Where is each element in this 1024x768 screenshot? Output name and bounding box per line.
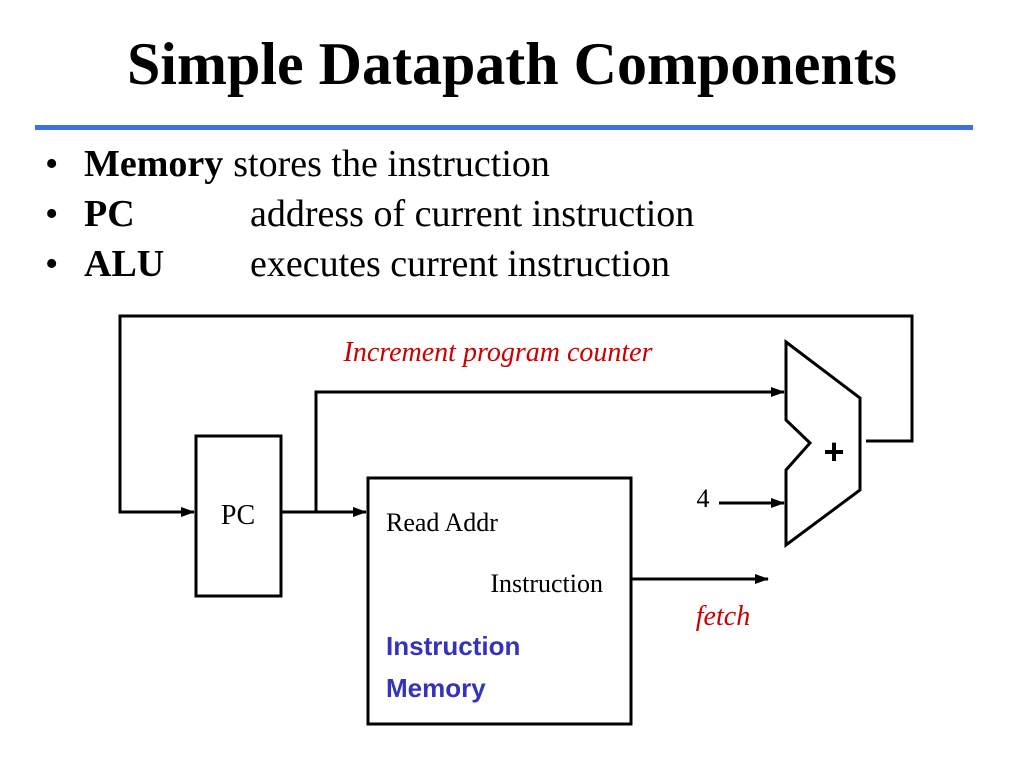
bullet-dot: • bbox=[45, 193, 59, 235]
bullet-alu: • ALU executes current instruction bbox=[45, 240, 985, 290]
pc-to-adder-wire bbox=[314, 387, 785, 512]
adder-unit bbox=[784, 338, 862, 548]
bullet-desc-memory: stores the instruction bbox=[233, 143, 550, 185]
title-divider bbox=[35, 125, 973, 130]
bullet-term-label: Memory bbox=[84, 143, 224, 185]
memory-name-line2: Memory bbox=[386, 673, 486, 703]
bullet-desc-alu: executes current instruction bbox=[250, 243, 670, 285]
bullet-term-pc: PC bbox=[84, 193, 135, 235]
bullet-pc: • PC address of current instruction bbox=[45, 190, 985, 240]
memory-name-line1: Instruction bbox=[386, 631, 520, 661]
bullet-dot: • bbox=[45, 243, 59, 285]
bullet-desc-pc: address of current instruction bbox=[250, 193, 695, 235]
constant-four: 4 bbox=[697, 484, 710, 513]
adder-plus-symbol: + bbox=[823, 431, 844, 472]
bullet-term-alu: ALU bbox=[84, 243, 165, 285]
pc-label: PC bbox=[221, 500, 255, 531]
bullet-dot: • bbox=[45, 143, 59, 185]
instruction-port-label: Instruction bbox=[490, 569, 603, 598]
pc-feedback-wire bbox=[118, 314, 914, 517]
read-addr-label: Read Addr bbox=[386, 508, 498, 537]
page-title: Simple Datapath Components bbox=[126, 31, 898, 97]
instruction-memory bbox=[366, 476, 633, 726]
fetch-label: fetch bbox=[696, 601, 750, 632]
pc-register bbox=[194, 434, 283, 598]
increment-label: Increment program counter bbox=[343, 337, 653, 368]
